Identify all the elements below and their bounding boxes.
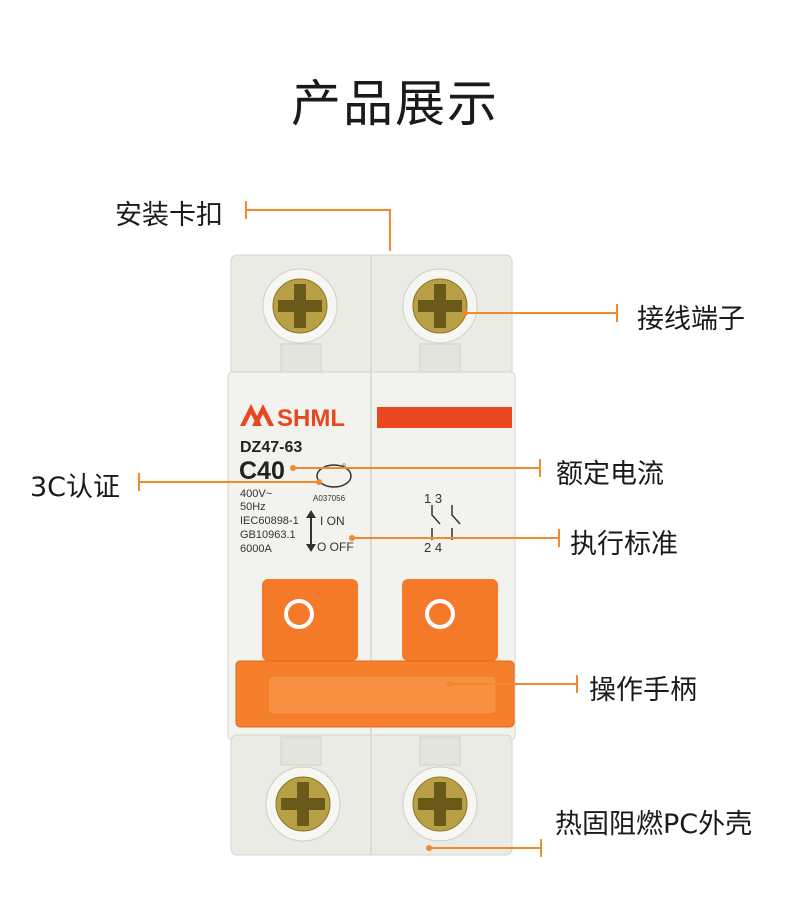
callout-standard-dot (349, 535, 355, 541)
callout-rating-line (295, 467, 540, 469)
page-title: 产品展示 (291, 75, 499, 133)
brand-name: SHML (277, 405, 345, 432)
callout-handle-label: 操作手柄 (589, 675, 697, 706)
callout-terminal-label: 接线端子 (637, 304, 745, 335)
callout-handle-tick (576, 675, 578, 693)
callout-cert-line (138, 481, 318, 483)
cert-code: A037056 (313, 494, 346, 503)
callout-handle-dot (446, 681, 452, 687)
brand-stripe (377, 407, 512, 428)
callout-handle-line (451, 683, 577, 685)
callout-clip-line-h (245, 209, 390, 211)
terminal-screw-bottom-left (265, 766, 341, 842)
callout-standard-tick (558, 529, 560, 547)
callout-rating-dot (290, 465, 296, 471)
callout-clip-label: 安装卡扣 (115, 200, 223, 231)
callout-housing-dot (426, 845, 432, 851)
callout-terminal-tick (616, 304, 618, 322)
terminal-numbers-top: 1 3 (424, 491, 442, 506)
voltage-text: 400V~ (240, 488, 272, 500)
terminal-screw-top-left (262, 268, 338, 344)
on-label: I ON (320, 514, 345, 528)
callout-standard-line (354, 537, 559, 539)
off-label: O OFF (317, 540, 354, 554)
callout-cert-label: 3C认证 (30, 472, 121, 503)
callout-rating-label: 额定电流 (556, 459, 664, 490)
standard1-text: IEC60898-1 (240, 515, 299, 527)
breaking-capacity-text: 6000A (240, 543, 272, 555)
callout-standard-label: 执行标准 (570, 529, 678, 560)
callout-housing-tick (540, 839, 542, 857)
brand-logo (240, 404, 274, 426)
callout-rating-tick (539, 459, 541, 477)
terminal-screw-bottom-right (402, 766, 478, 842)
rating-text: C40 (239, 457, 285, 485)
standard2-text: GB10963.1 (240, 529, 296, 541)
model-text: DZ47-63 (240, 439, 302, 456)
callout-terminal-dot (462, 310, 468, 316)
callout-cert-dot (316, 479, 322, 485)
callout-housing-label: 热固阻燃PC外壳 (555, 809, 753, 840)
terminal-screw-top-right (402, 268, 478, 344)
frequency-text: 50Hz (240, 501, 266, 513)
terminal-numbers-bottom: 2 4 (424, 540, 442, 555)
callout-clip-line-v (389, 209, 391, 251)
callout-housing-line (431, 847, 541, 849)
callout-terminal-line (467, 312, 617, 314)
